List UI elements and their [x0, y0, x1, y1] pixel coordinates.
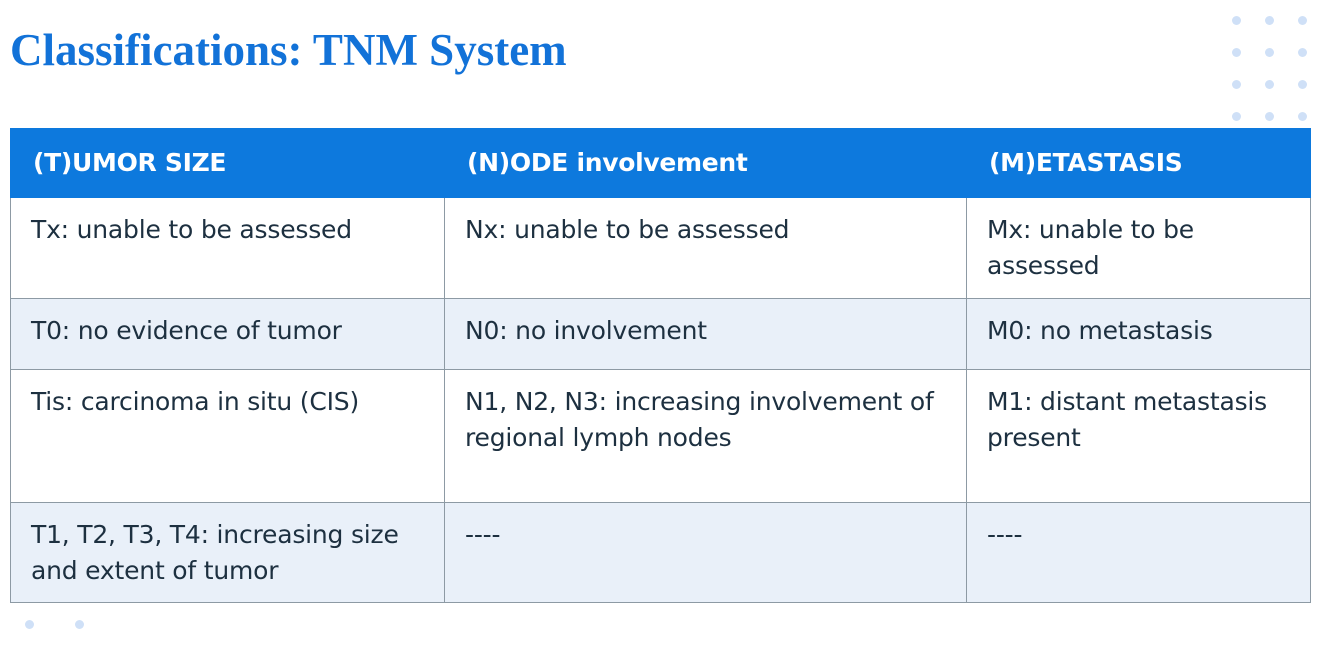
column-header-node-involvement: (N)ODE involvement [444, 128, 967, 198]
table-row: Tis: carcinoma in situ (CIS) N1, N2, N3:… [10, 369, 1311, 503]
cell-t-0: T0: no evidence of tumor [10, 298, 445, 370]
tnm-classification-table: (T)UMOR SIZE (N)ODE involvement (M)ETAST… [10, 128, 1311, 603]
decorative-dot [1232, 80, 1241, 89]
page-title: Classifications: TNM System [10, 25, 567, 75]
decorative-dots-bottom-left [0, 604, 120, 654]
decorative-dot [1265, 80, 1274, 89]
cell-m-1: M1: distant metastasis present [966, 369, 1311, 503]
cell-t-is: Tis: carcinoma in situ (CIS) [10, 369, 445, 503]
decorative-dot [1298, 16, 1307, 25]
table-row: T1, T2, T3, T4: increasing size and exte… [10, 502, 1311, 603]
decorative-dot [1232, 16, 1241, 25]
decorative-dot [1265, 112, 1274, 121]
cell-m-x: Mx: unable to be assessed [966, 197, 1311, 299]
column-header-metastasis: (M)ETASTASIS [966, 128, 1311, 198]
table-header-row: (T)UMOR SIZE (N)ODE involvement (M)ETAST… [10, 128, 1311, 198]
cell-metastasis-none: ---- [966, 502, 1311, 603]
decorative-dot [1232, 112, 1241, 121]
decorative-dot [1298, 112, 1307, 121]
decorative-dot [1298, 80, 1307, 89]
cell-n-1-2-3: N1, N2, N3: increasing involvement of re… [444, 369, 967, 503]
decorative-dot [1265, 16, 1274, 25]
cell-t-x: Tx: unable to be assessed [10, 197, 445, 299]
cell-n-x: Nx: unable to be assessed [444, 197, 967, 299]
cell-t-1-2-3-4: T1, T2, T3, T4: increasing size and exte… [10, 502, 445, 603]
cell-node-none: ---- [444, 502, 967, 603]
cell-m-0: M0: no metastasis [966, 298, 1311, 370]
decorative-dot [75, 620, 84, 629]
table-row: Tx: unable to be assessed Nx: unable to … [10, 197, 1311, 299]
column-header-tumor-size: (T)UMOR SIZE [10, 128, 445, 198]
decorative-dot [1298, 48, 1307, 57]
table-row: T0: no evidence of tumor N0: no involvem… [10, 298, 1311, 370]
decorative-dot [1265, 48, 1274, 57]
decorative-dot [1232, 48, 1241, 57]
cell-n-0: N0: no involvement [444, 298, 967, 370]
decorative-dot [25, 620, 34, 629]
